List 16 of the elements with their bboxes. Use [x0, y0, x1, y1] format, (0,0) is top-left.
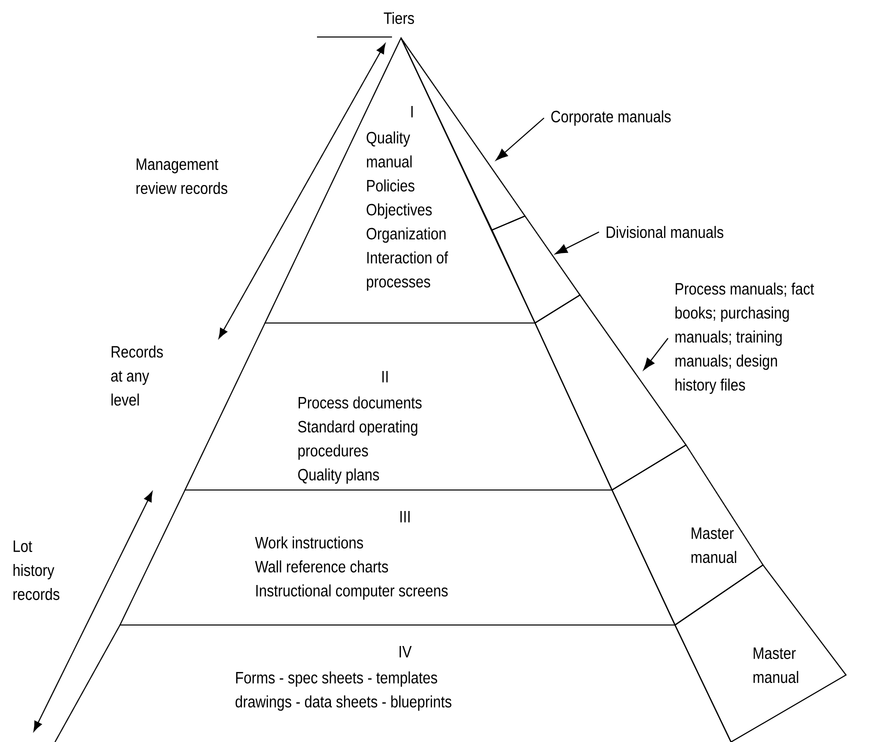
side-label: Lot history records [14, 540, 60, 600]
heading: Tiers [384, 12, 414, 24]
side-label: Management review records [136, 158, 228, 194]
leader-arrow [496, 118, 544, 160]
tier-band: III Work instructions Wall reference charts Instructional computer screens [119, 489, 676, 626]
side-band: Master manual [674, 564, 847, 742]
callout-text: Divisional manuals [606, 226, 724, 238]
tier-band: IV Forms - spec sheets - templates drawings - data sheets - blueprints [54, 624, 732, 742]
callout-text: Process manuals; fact books; purchasing manuals; training manuals; design history files [675, 282, 814, 394]
leader-arrow [643, 338, 668, 370]
side-label: Records at any level [111, 346, 163, 406]
leader-arrow [555, 232, 600, 254]
tier-band: II Process documents Standard operating procedures Quality plans [184, 322, 613, 491]
callout-text: Corporate manuals [551, 110, 671, 126]
side-band [491, 215, 581, 324]
side-band: Master manual [611, 444, 764, 626]
